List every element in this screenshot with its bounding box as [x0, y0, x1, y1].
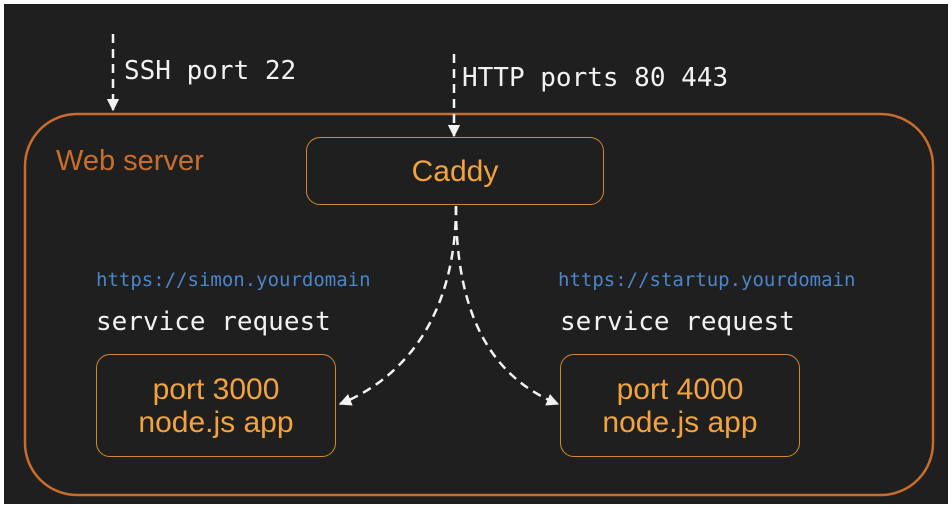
- route-arrow-startup: [454, 205, 560, 406]
- web-server-title: Web server: [56, 145, 204, 177]
- route-arrow-simon: [338, 205, 458, 406]
- ssh-label: SSH port 22: [124, 56, 297, 86]
- app-label-3000: node.js app: [138, 405, 294, 439]
- caddy-label: Caddy: [411, 154, 499, 188]
- service-request-label-simon: service request: [96, 307, 331, 337]
- service-request-label-startup: service request: [560, 307, 795, 337]
- app-label-4000: node.js app: [602, 405, 758, 439]
- node-app-box-3000: port 3000 node.js app: [96, 354, 336, 457]
- http-label: HTTP ports 80 443: [462, 63, 729, 93]
- service-url-simon: https://simon.yourdomain: [96, 269, 371, 291]
- service-url-startup: https://startup.yourdomain: [558, 269, 856, 291]
- web-server-boundary: [23, 112, 935, 497]
- port-label-3000: port 3000: [152, 372, 280, 406]
- node-app-box-4000: port 4000 node.js app: [560, 354, 800, 457]
- caddy-box: Caddy: [306, 137, 604, 205]
- port-label-4000: port 4000: [616, 372, 744, 406]
- diagram-canvas: SSH port 22 HTTP ports 80 443 Web server…: [4, 4, 948, 504]
- diagram-connectors: [23, 34, 935, 497]
